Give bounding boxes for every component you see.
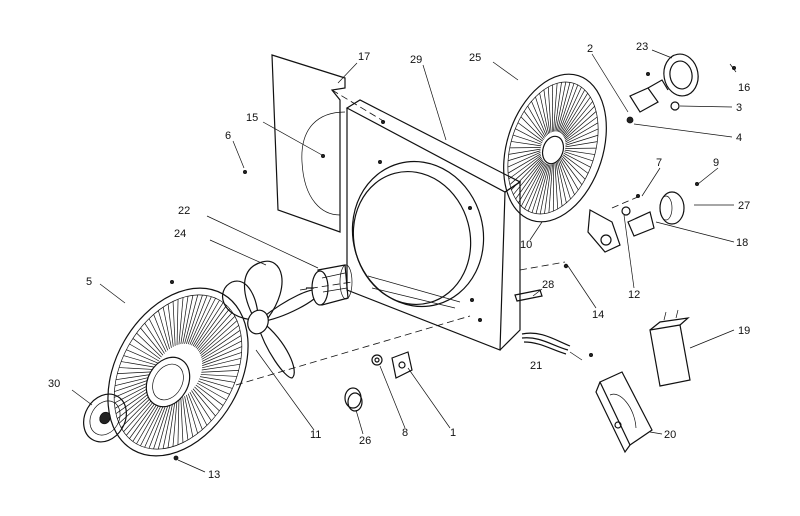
callout-2: 2	[587, 43, 593, 55]
callout-19: 19	[738, 325, 750, 337]
bracket-part	[621, 206, 655, 237]
leader-lines	[71, 49, 737, 473]
fan-blade-part	[222, 260, 321, 379]
callout-10: 10	[520, 239, 532, 251]
callout-18: 18	[736, 237, 748, 249]
callout-14: 14	[592, 309, 604, 321]
callout-11: 11	[310, 429, 321, 441]
control-box-part	[595, 371, 653, 454]
callout-29: 29	[410, 54, 422, 66]
small-hardware	[169, 66, 737, 461]
bushing-part	[344, 387, 363, 412]
mount-plate-part	[391, 351, 413, 379]
callout-21: 21	[530, 360, 542, 372]
back-panel-part	[271, 54, 346, 233]
callout-27: 27	[738, 200, 750, 212]
callout-20: 20	[664, 429, 676, 441]
callout-26: 26	[359, 435, 371, 447]
callout-3: 3	[736, 102, 742, 114]
callout-12: 12	[628, 289, 640, 301]
callout-24: 24	[174, 228, 186, 240]
callout-7: 7	[656, 157, 662, 169]
assembly-axes	[235, 89, 641, 386]
callout-13: 13	[208, 469, 220, 481]
knob-part	[659, 191, 685, 225]
callout-16: 16	[738, 82, 750, 94]
callout-9: 9	[713, 157, 719, 169]
washer-part	[371, 354, 383, 366]
callout-15: 15	[246, 112, 258, 124]
badge-part	[83, 393, 127, 443]
ring-part	[663, 53, 699, 97]
callout-4: 4	[736, 132, 742, 144]
front-guard-part	[107, 287, 249, 457]
callout-22: 22	[178, 205, 190, 217]
wire-harness-part	[521, 332, 571, 355]
callout-17: 17	[358, 51, 370, 63]
callout-1: 1	[450, 427, 456, 439]
callout-8: 8	[402, 427, 408, 439]
rear-guard-part	[503, 73, 621, 253]
housing-shroud-part	[345, 99, 522, 351]
callout-30: 30	[48, 378, 60, 390]
callout-23: 23	[636, 41, 648, 53]
switch-part	[626, 79, 680, 124]
callout-25: 25	[469, 52, 481, 64]
capacitor-part	[649, 309, 691, 387]
motor-part	[306, 264, 353, 306]
callout-28: 28	[542, 279, 554, 291]
callout-6: 6	[225, 130, 231, 142]
callout-labels: 1 2 3 4 5 6 7 8 9 10 11 12 13 14 15 16 1…	[48, 41, 750, 481]
callout-5: 5	[86, 276, 92, 288]
clip-part	[514, 289, 543, 302]
